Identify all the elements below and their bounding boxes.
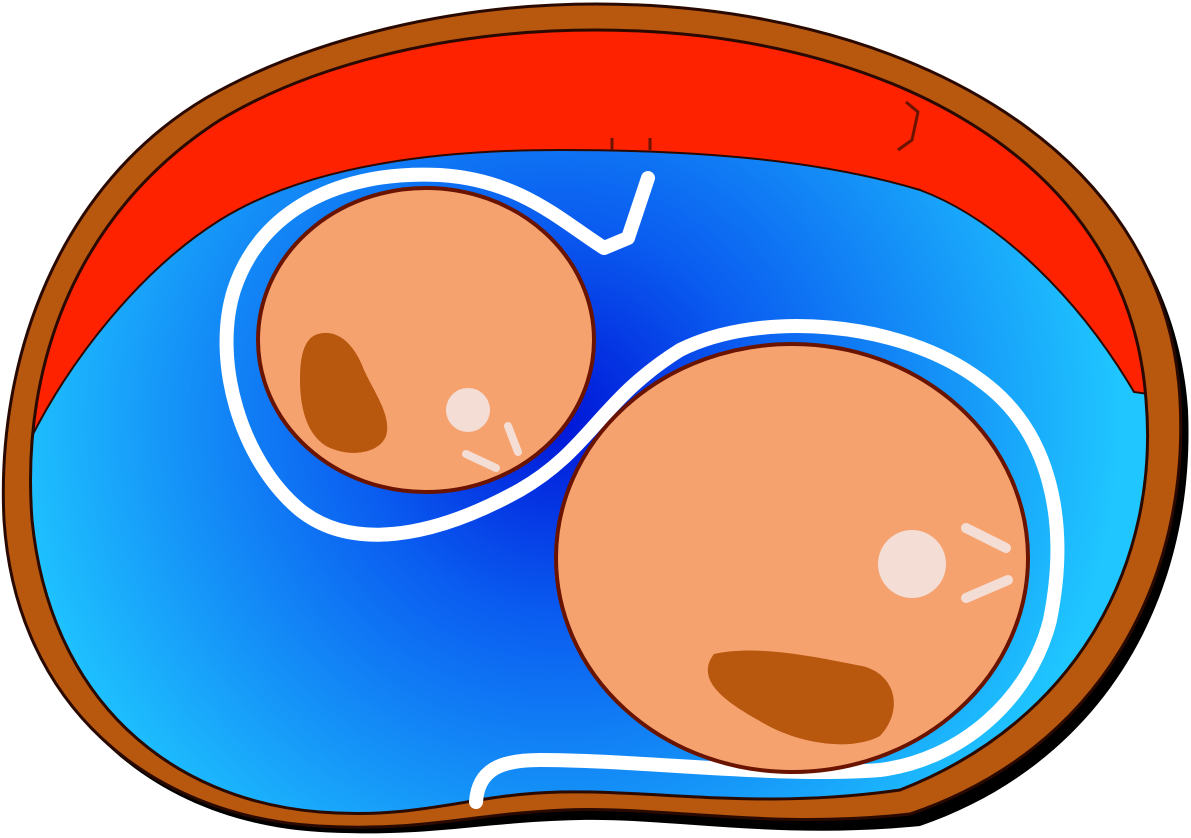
small-disc-body [258, 188, 594, 492]
small-disc [258, 188, 594, 492]
large-disc-light-spot [878, 530, 946, 598]
small-disc-light-spot [446, 388, 490, 432]
large-disc [556, 344, 1028, 772]
